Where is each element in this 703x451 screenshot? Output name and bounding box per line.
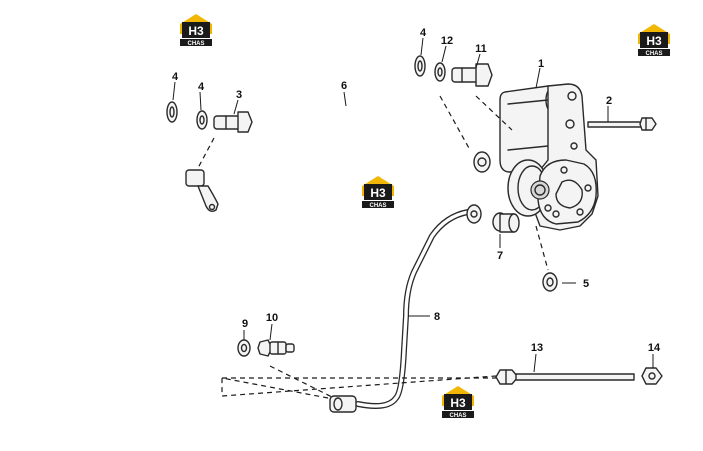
- logo-word-text: CHAS: [449, 413, 466, 419]
- nut-part-14: [641, 367, 663, 385]
- washer-part-9: [237, 339, 251, 357]
- logo-mark-text: H3: [188, 24, 204, 38]
- logo-watermark: H3 CHAS: [638, 24, 670, 57]
- bolt-part-2: [587, 117, 657, 131]
- logo-word-text: CHAS: [187, 41, 204, 47]
- callout-2: 2: [606, 95, 612, 107]
- union-fitting-part-7: [492, 212, 520, 233]
- callout-14: 14: [648, 342, 661, 354]
- pump-assembly: [499, 83, 599, 231]
- washer-part-4: [414, 55, 426, 77]
- callout-10: 10: [266, 312, 278, 324]
- logo-watermark: H3 CHAS: [180, 14, 212, 47]
- oil-pipe-part-8: [329, 204, 482, 413]
- washer-part-12: [434, 62, 446, 82]
- callout-4-middle: 4: [198, 81, 205, 93]
- callout-1: 1: [538, 58, 544, 70]
- callout-labels: 1 2 3 4 4 4 5 6 7 8 9 10 11 12 13 14: [172, 27, 661, 354]
- logo-mark-text: H3: [646, 34, 662, 48]
- callout-4-left: 4: [172, 71, 179, 83]
- plug-part-10: [257, 339, 295, 357]
- logo-word-text: CHAS: [369, 203, 386, 209]
- callout-12: 12: [441, 35, 453, 47]
- washer-part-4: [166, 101, 178, 123]
- washer-part-4: [196, 110, 208, 130]
- banjo-bolt-part-11: [451, 63, 493, 87]
- oil-pipe-part-6: [185, 104, 491, 213]
- leader-lines: [172, 37, 654, 373]
- washer-part-5: [542, 272, 558, 292]
- callout-5: 5: [583, 278, 589, 290]
- banjo-bolt-part-3: [213, 111, 253, 133]
- logo-watermark: H3 CHAS: [442, 386, 474, 419]
- logo-mark-text: H3: [450, 396, 466, 410]
- callout-4-top: 4: [420, 27, 427, 39]
- logo-mark-text: H3: [370, 186, 386, 200]
- logo-watermark: H3 CHAS: [362, 176, 394, 209]
- callout-8: 8: [434, 311, 440, 323]
- assembly-lines: [197, 95, 549, 399]
- callout-6: 6: [341, 80, 347, 92]
- callout-11: 11: [475, 43, 487, 55]
- callout-9: 9: [242, 318, 248, 330]
- bolt-part-13: [495, 369, 635, 385]
- callout-3: 3: [236, 89, 242, 101]
- callout-13: 13: [531, 342, 543, 354]
- callout-7: 7: [497, 250, 503, 262]
- logo-word-text: CHAS: [645, 51, 662, 57]
